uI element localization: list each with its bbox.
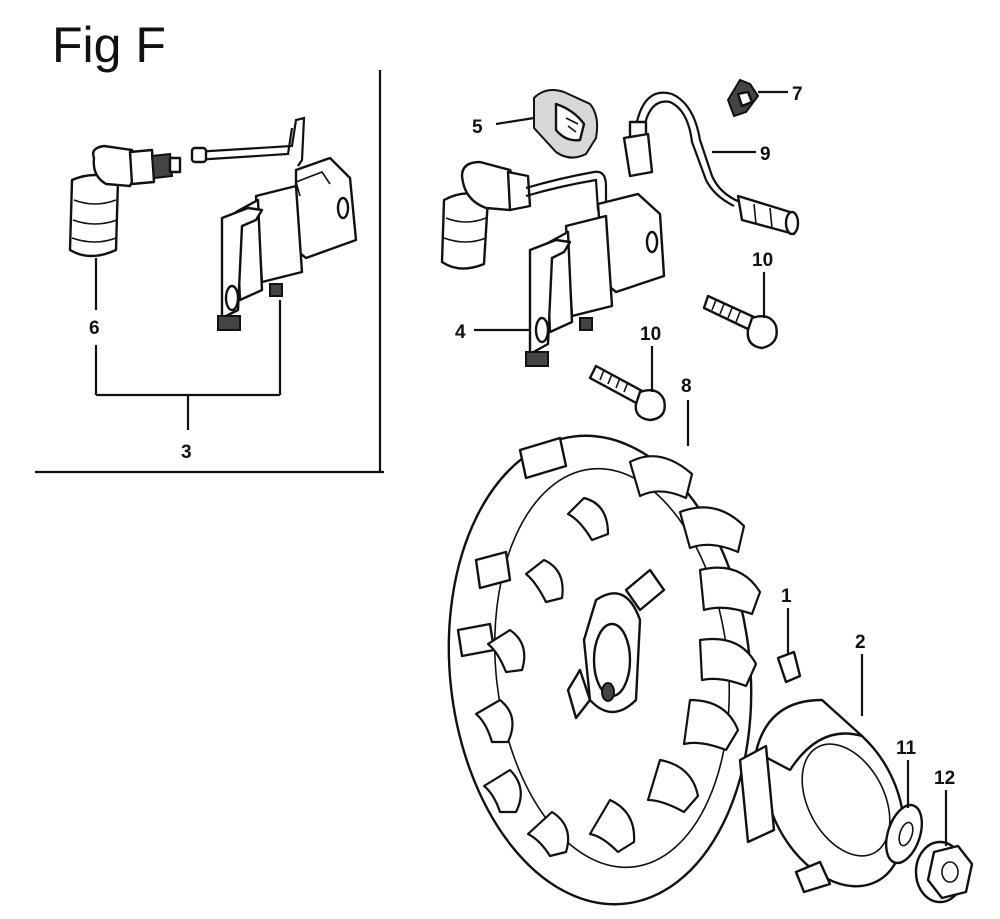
part-10-bolt-upper	[702, 294, 778, 350]
callout-10-upper: 10	[752, 250, 773, 271]
callout-2: 2	[855, 632, 866, 653]
leader-lines	[474, 90, 948, 846]
callout-4: 4	[455, 322, 466, 343]
part-12-flange-nut	[914, 840, 974, 904]
ignition-coil-inset	[190, 116, 358, 331]
callout-10-lower: 10	[640, 324, 661, 345]
callout-9: 9	[760, 144, 771, 165]
figure-title: Fig F	[52, 17, 166, 73]
part-4-ignition-coil	[440, 160, 666, 367]
part-2-starter-cup	[738, 698, 905, 894]
part-9-lead-wire	[622, 91, 800, 236]
callout-5: 5	[472, 117, 483, 138]
inset-leaders	[94, 258, 282, 430]
callout-1: 1	[781, 586, 792, 607]
callout-12: 12	[934, 768, 955, 789]
part-5-cap	[533, 89, 599, 159]
callout-7: 7	[792, 84, 803, 105]
part-7-clip	[726, 78, 760, 118]
part-11-washer	[884, 803, 924, 865]
spark-plug-cap-inset	[68, 144, 182, 258]
callout-11: 11	[896, 738, 917, 759]
callout-6: 6	[89, 318, 100, 339]
inset-frame	[35, 70, 384, 474]
part-10-bolt-lower	[588, 364, 666, 422]
callout-3: 3	[181, 442, 192, 463]
part-8-flywheel	[447, 434, 762, 906]
part-1-woodruff-key	[776, 650, 802, 684]
callout-8: 8	[681, 376, 692, 397]
